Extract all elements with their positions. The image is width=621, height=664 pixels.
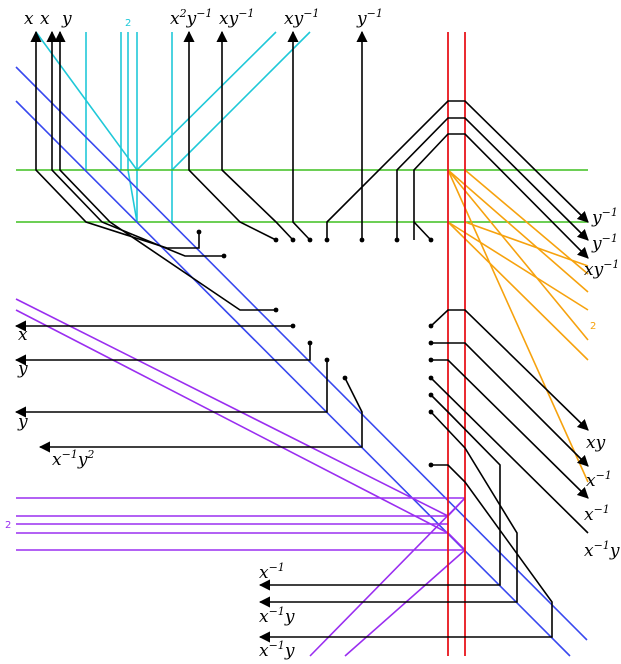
right-label-4: xy [586,433,606,453]
vertex-dots [196,229,434,468]
right-label-3: xy−1 [584,258,619,280]
left-label-4: x−1y2 [52,448,94,470]
right-labels: y−1 y−1 xy−1 xy x−1 x−1 x−1y [584,206,620,561]
cyan-multiplicity-label: 2 [125,18,131,29]
purple-multiplicity-label: 2 [5,520,11,531]
cyan-lines [35,31,311,223]
purple-lines [15,298,466,657]
orange-lines [447,169,589,483]
top-label-2: x [40,9,50,29]
blue-lines [15,66,588,657]
top-label-6: xy−1 [284,7,319,29]
top-label-5: xy−1 [219,7,254,29]
bottom-label-1: x−1 [259,561,285,583]
top-labels: x x y x2y−1 xy−1 xy−1 y−1 [24,7,383,29]
left-label-3: y [17,412,28,432]
top-label-4: x2y−1 [170,7,212,29]
right-label-1: y−1 [591,206,618,228]
bottom-labels: x−1 x−1y x−1y [259,561,295,661]
right-label-2: y−1 [591,232,618,254]
bottom-label-2: x−1y [259,605,295,627]
black-edges [14,30,589,643]
top-label-1: x [24,9,34,29]
right-label-5: x−1 [586,469,612,491]
bottom-label-3: x−1y [259,639,295,661]
top-label-3: y [61,9,72,29]
left-labels: x y y x−1y2 [17,325,94,470]
orange-multiplicity-label: 2 [590,321,596,332]
left-label-1: x [18,325,28,345]
right-label-6: x−1 [584,503,610,525]
right-label-7: x−1y [584,539,620,561]
top-label-7: y−1 [356,7,383,29]
left-label-2: y [17,359,28,379]
